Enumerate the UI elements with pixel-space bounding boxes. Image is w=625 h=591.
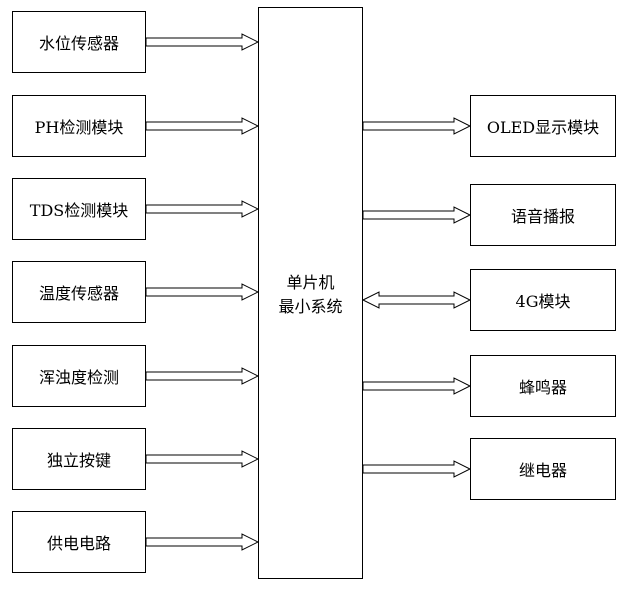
output-module-relay: 继电器 xyxy=(470,438,616,500)
output-module-oled: OLED显示模块 xyxy=(470,95,616,157)
input-module-label: 温度传感器 xyxy=(38,284,119,303)
output-module-label: 继电器 xyxy=(518,461,567,480)
input-module-water-level: 水位传感器 xyxy=(12,11,146,73)
input-module-label: 供电电路 xyxy=(46,534,111,553)
output-arrow xyxy=(362,206,472,224)
input-module-tds: TDS检测模块 xyxy=(12,178,146,240)
output-module-4g: 4G模块 xyxy=(470,269,616,331)
mcu-label-line1: 单片机 xyxy=(286,273,335,292)
input-module-label: 浑浊度检测 xyxy=(38,368,119,387)
output-module-label: OLED显示模块 xyxy=(486,118,600,137)
output-arrow xyxy=(361,291,472,309)
input-arrow xyxy=(145,117,260,135)
output-module-buzzer: 蜂鸣器 xyxy=(470,355,616,417)
input-arrow xyxy=(145,200,260,218)
input-module-temperature: 温度传感器 xyxy=(12,261,146,323)
output-arrow xyxy=(362,377,472,395)
mcu-minimum-system: 单片机 最小系统 xyxy=(258,7,363,579)
output-arrow xyxy=(362,117,472,135)
output-module-label: 蜂鸣器 xyxy=(518,378,567,397)
input-module-label: 独立按键 xyxy=(46,451,111,470)
input-module-keys: 独立按键 xyxy=(12,428,146,490)
input-module-power: 供电电路 xyxy=(12,511,146,573)
input-arrow xyxy=(145,450,260,468)
input-module-turbidity: 浑浊度检测 xyxy=(12,345,146,407)
input-module-label: PH检测模块 xyxy=(34,118,124,137)
mcu-label-line2: 最小系统 xyxy=(278,297,343,316)
output-module-voice: 语音播报 xyxy=(470,184,616,246)
output-arrow xyxy=(362,460,472,478)
mcu-label: 单片机 最小系统 xyxy=(278,269,342,317)
input-arrow xyxy=(145,283,260,301)
input-module-ph: PH检测模块 xyxy=(12,95,146,157)
input-module-label: TDS检测模块 xyxy=(29,201,129,220)
output-module-label: 语音播报 xyxy=(510,207,575,226)
input-arrow xyxy=(145,533,260,551)
output-module-label: 4G模块 xyxy=(515,292,571,311)
input-arrow xyxy=(145,367,260,385)
input-module-label: 水位传感器 xyxy=(38,34,119,53)
input-arrow xyxy=(145,33,260,51)
